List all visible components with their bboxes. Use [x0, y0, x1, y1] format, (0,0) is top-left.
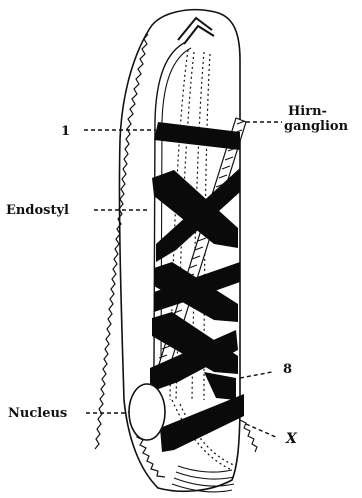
posterior-end: [172, 466, 234, 492]
oral-siphon: [178, 18, 214, 44]
label-band-last: 8: [283, 362, 292, 377]
leader-x-marker: [246, 424, 278, 438]
label-nucleus: Nucleus: [8, 406, 67, 421]
muscle-band-1: [154, 122, 240, 150]
label-brain-ganglion-line1: Hirn-: [288, 104, 327, 119]
muscle-band-8: [204, 372, 236, 400]
label-brain-ganglion-line2: ganglion: [284, 119, 349, 134]
label-endostyle: Endostyl: [6, 203, 69, 218]
label-x-marker: X: [285, 431, 298, 447]
label-band-first: 1: [61, 124, 70, 139]
nucleus-oval: [129, 384, 165, 440]
muscle-band-lower: [160, 394, 244, 452]
leader-band-last: [240, 372, 272, 378]
